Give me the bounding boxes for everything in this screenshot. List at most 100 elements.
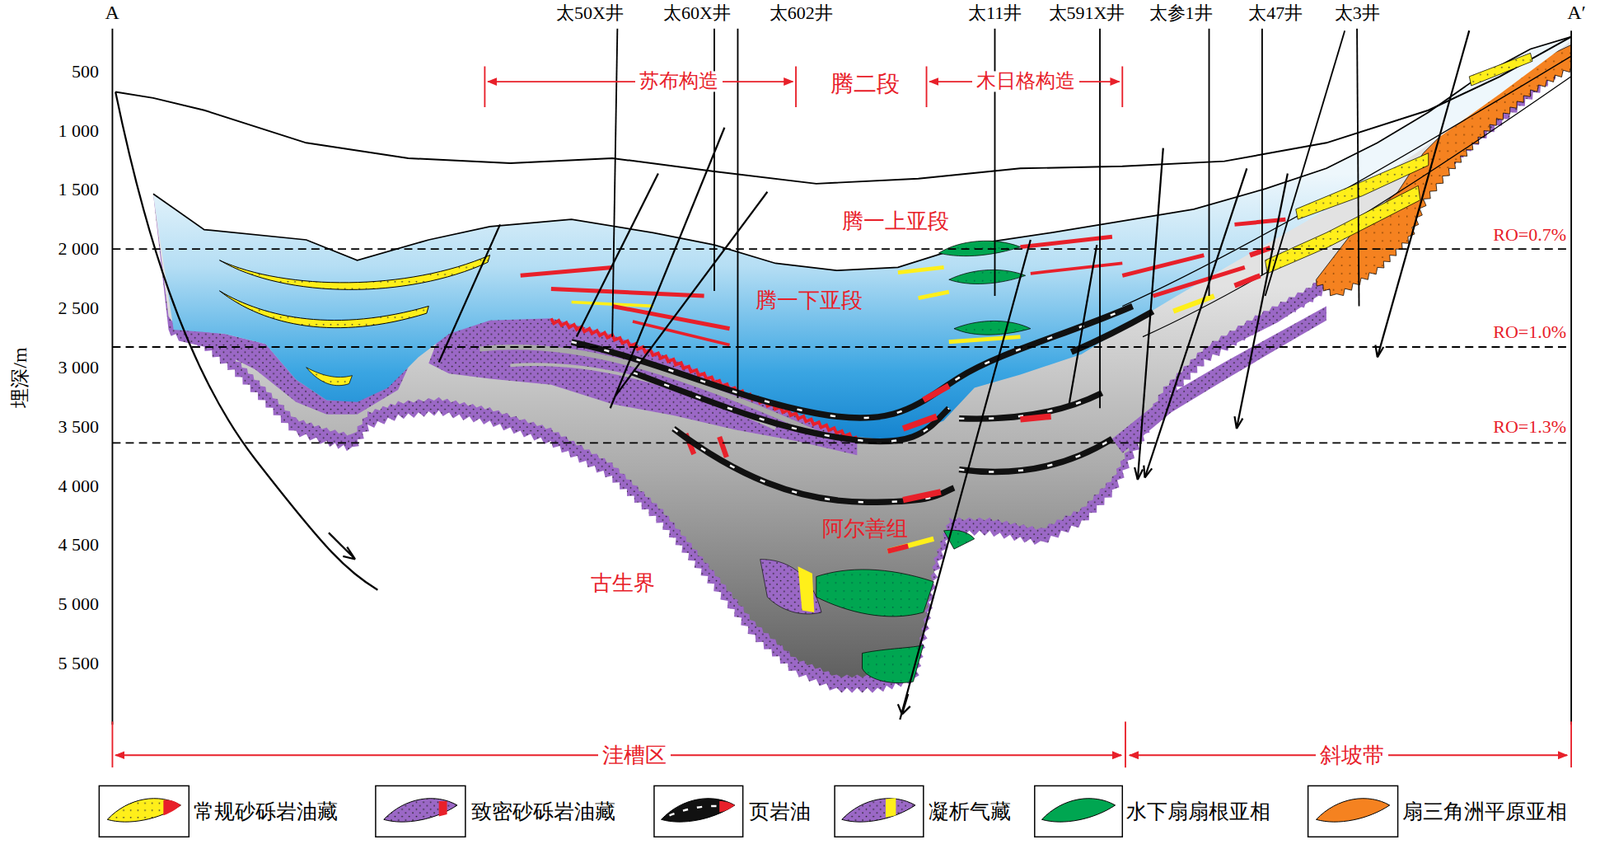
legend-sample xyxy=(439,800,448,817)
fault-arrow xyxy=(898,693,911,715)
zone-tick xyxy=(1124,720,1127,768)
oil-streak xyxy=(1019,236,1112,247)
depth-tick: 3 500 xyxy=(58,416,100,436)
legend-sample xyxy=(719,800,735,813)
condensate-band xyxy=(1224,285,1319,347)
well-name: 太602井 xyxy=(769,4,833,24)
oil-streak xyxy=(1152,266,1245,296)
legend-sample xyxy=(669,805,721,815)
well-track xyxy=(1099,28,1101,409)
formation-label: 阿尔善组 xyxy=(822,517,908,540)
legend-sample xyxy=(163,800,181,816)
fault xyxy=(615,191,768,397)
structure-tick xyxy=(926,65,928,108)
depth-tick: 4 500 xyxy=(58,535,100,555)
depth-tick: 3 000 xyxy=(58,357,100,377)
well-track xyxy=(994,28,997,296)
well-name: 太3井 xyxy=(1334,4,1381,24)
shale-oil-sweet-spot xyxy=(902,416,937,429)
structure-tick xyxy=(1121,65,1123,108)
shale-oil-sweet-spot xyxy=(1019,416,1051,420)
fault xyxy=(1145,168,1248,478)
legend-sample xyxy=(661,798,735,822)
well-track xyxy=(1261,28,1264,277)
fault xyxy=(115,91,378,590)
depth-tick: 5 500 xyxy=(58,653,100,673)
axis-title: 埋深/m xyxy=(9,347,31,408)
faults xyxy=(115,30,1470,720)
well-track xyxy=(1208,28,1211,296)
sand-streak xyxy=(918,291,950,298)
member-label: 腾二段 xyxy=(830,71,900,96)
shale-layer xyxy=(959,438,1113,472)
ro-line xyxy=(112,346,1572,348)
fan-root-body xyxy=(949,269,1026,284)
oil-patch xyxy=(1234,247,1270,286)
wells xyxy=(612,28,1359,409)
conventional-sand-lens xyxy=(219,255,490,291)
well-track xyxy=(1265,30,1346,296)
well-name: 太50X井 xyxy=(556,4,624,24)
fault-arrow xyxy=(1234,416,1243,429)
sand-streak xyxy=(887,538,934,552)
legend-frame xyxy=(834,785,924,837)
shale-layers xyxy=(571,305,1154,502)
well-name: 太参1井 xyxy=(1149,4,1213,24)
section-end-label: A xyxy=(105,3,120,24)
depth-tick: 500 xyxy=(71,61,99,81)
oil-streak xyxy=(1030,262,1123,273)
condensate-lens-core xyxy=(798,566,815,613)
zone-tick xyxy=(1570,720,1572,768)
structure-tick xyxy=(483,65,486,108)
sand-streak xyxy=(949,336,1021,342)
well-name: 太11井 xyxy=(968,4,1022,24)
legend-frame xyxy=(98,785,189,837)
fan-root-body xyxy=(816,569,934,617)
ro-lines xyxy=(112,248,1572,443)
zone-tick xyxy=(112,720,114,768)
conventional-sand-band xyxy=(1265,185,1421,273)
well-track xyxy=(737,28,740,398)
legend-sample xyxy=(383,798,458,822)
zone-label: 斜坡带 xyxy=(1315,743,1389,767)
legend-text: 常规砂砾岩油藏 xyxy=(193,800,338,822)
condensate-lens xyxy=(760,559,822,614)
legend-text: 致密砂砾岩油藏 xyxy=(471,800,616,822)
conventional-sand-band xyxy=(1469,52,1533,86)
fault xyxy=(899,239,1030,720)
well-name: 太591X井 xyxy=(1048,4,1126,24)
well-name: 太47井 xyxy=(1248,4,1303,24)
depth-tick: 5 000 xyxy=(58,594,100,614)
legend-text: 扇三角洲平原亚相 xyxy=(1402,800,1568,822)
well-name: 太60X井 xyxy=(663,4,731,24)
oil-streak xyxy=(632,321,730,345)
legend-frame xyxy=(1308,785,1399,837)
legend-sample xyxy=(842,798,916,822)
legend-frames xyxy=(98,785,1398,837)
depth-tick: 2 000 xyxy=(58,239,100,259)
condensate-lens xyxy=(306,367,353,386)
fault xyxy=(1377,30,1470,357)
fault xyxy=(1137,148,1164,480)
oil-streak xyxy=(520,266,613,276)
conventional-sand-lens xyxy=(219,290,429,328)
ground-surface xyxy=(115,37,1572,184)
shale-layer xyxy=(571,305,1133,418)
shale-dash xyxy=(959,392,1102,419)
conventional-sand-band xyxy=(1295,153,1429,220)
shale-dash xyxy=(571,305,1133,418)
ro-line xyxy=(112,441,1572,444)
depth-tick: 1 000 xyxy=(58,121,100,141)
legend-frame xyxy=(375,785,466,837)
shale-dash xyxy=(959,438,1113,472)
section-end-label: A′ xyxy=(1567,3,1586,24)
depth-tick: 4 000 xyxy=(58,476,100,496)
oil-streak xyxy=(1122,255,1204,277)
ro-label: RO=1.3% xyxy=(1492,416,1567,436)
well-track xyxy=(612,28,618,337)
legend-sample xyxy=(885,797,896,818)
shale-oil-sweet-spot xyxy=(923,385,950,400)
well-track xyxy=(1356,28,1359,307)
